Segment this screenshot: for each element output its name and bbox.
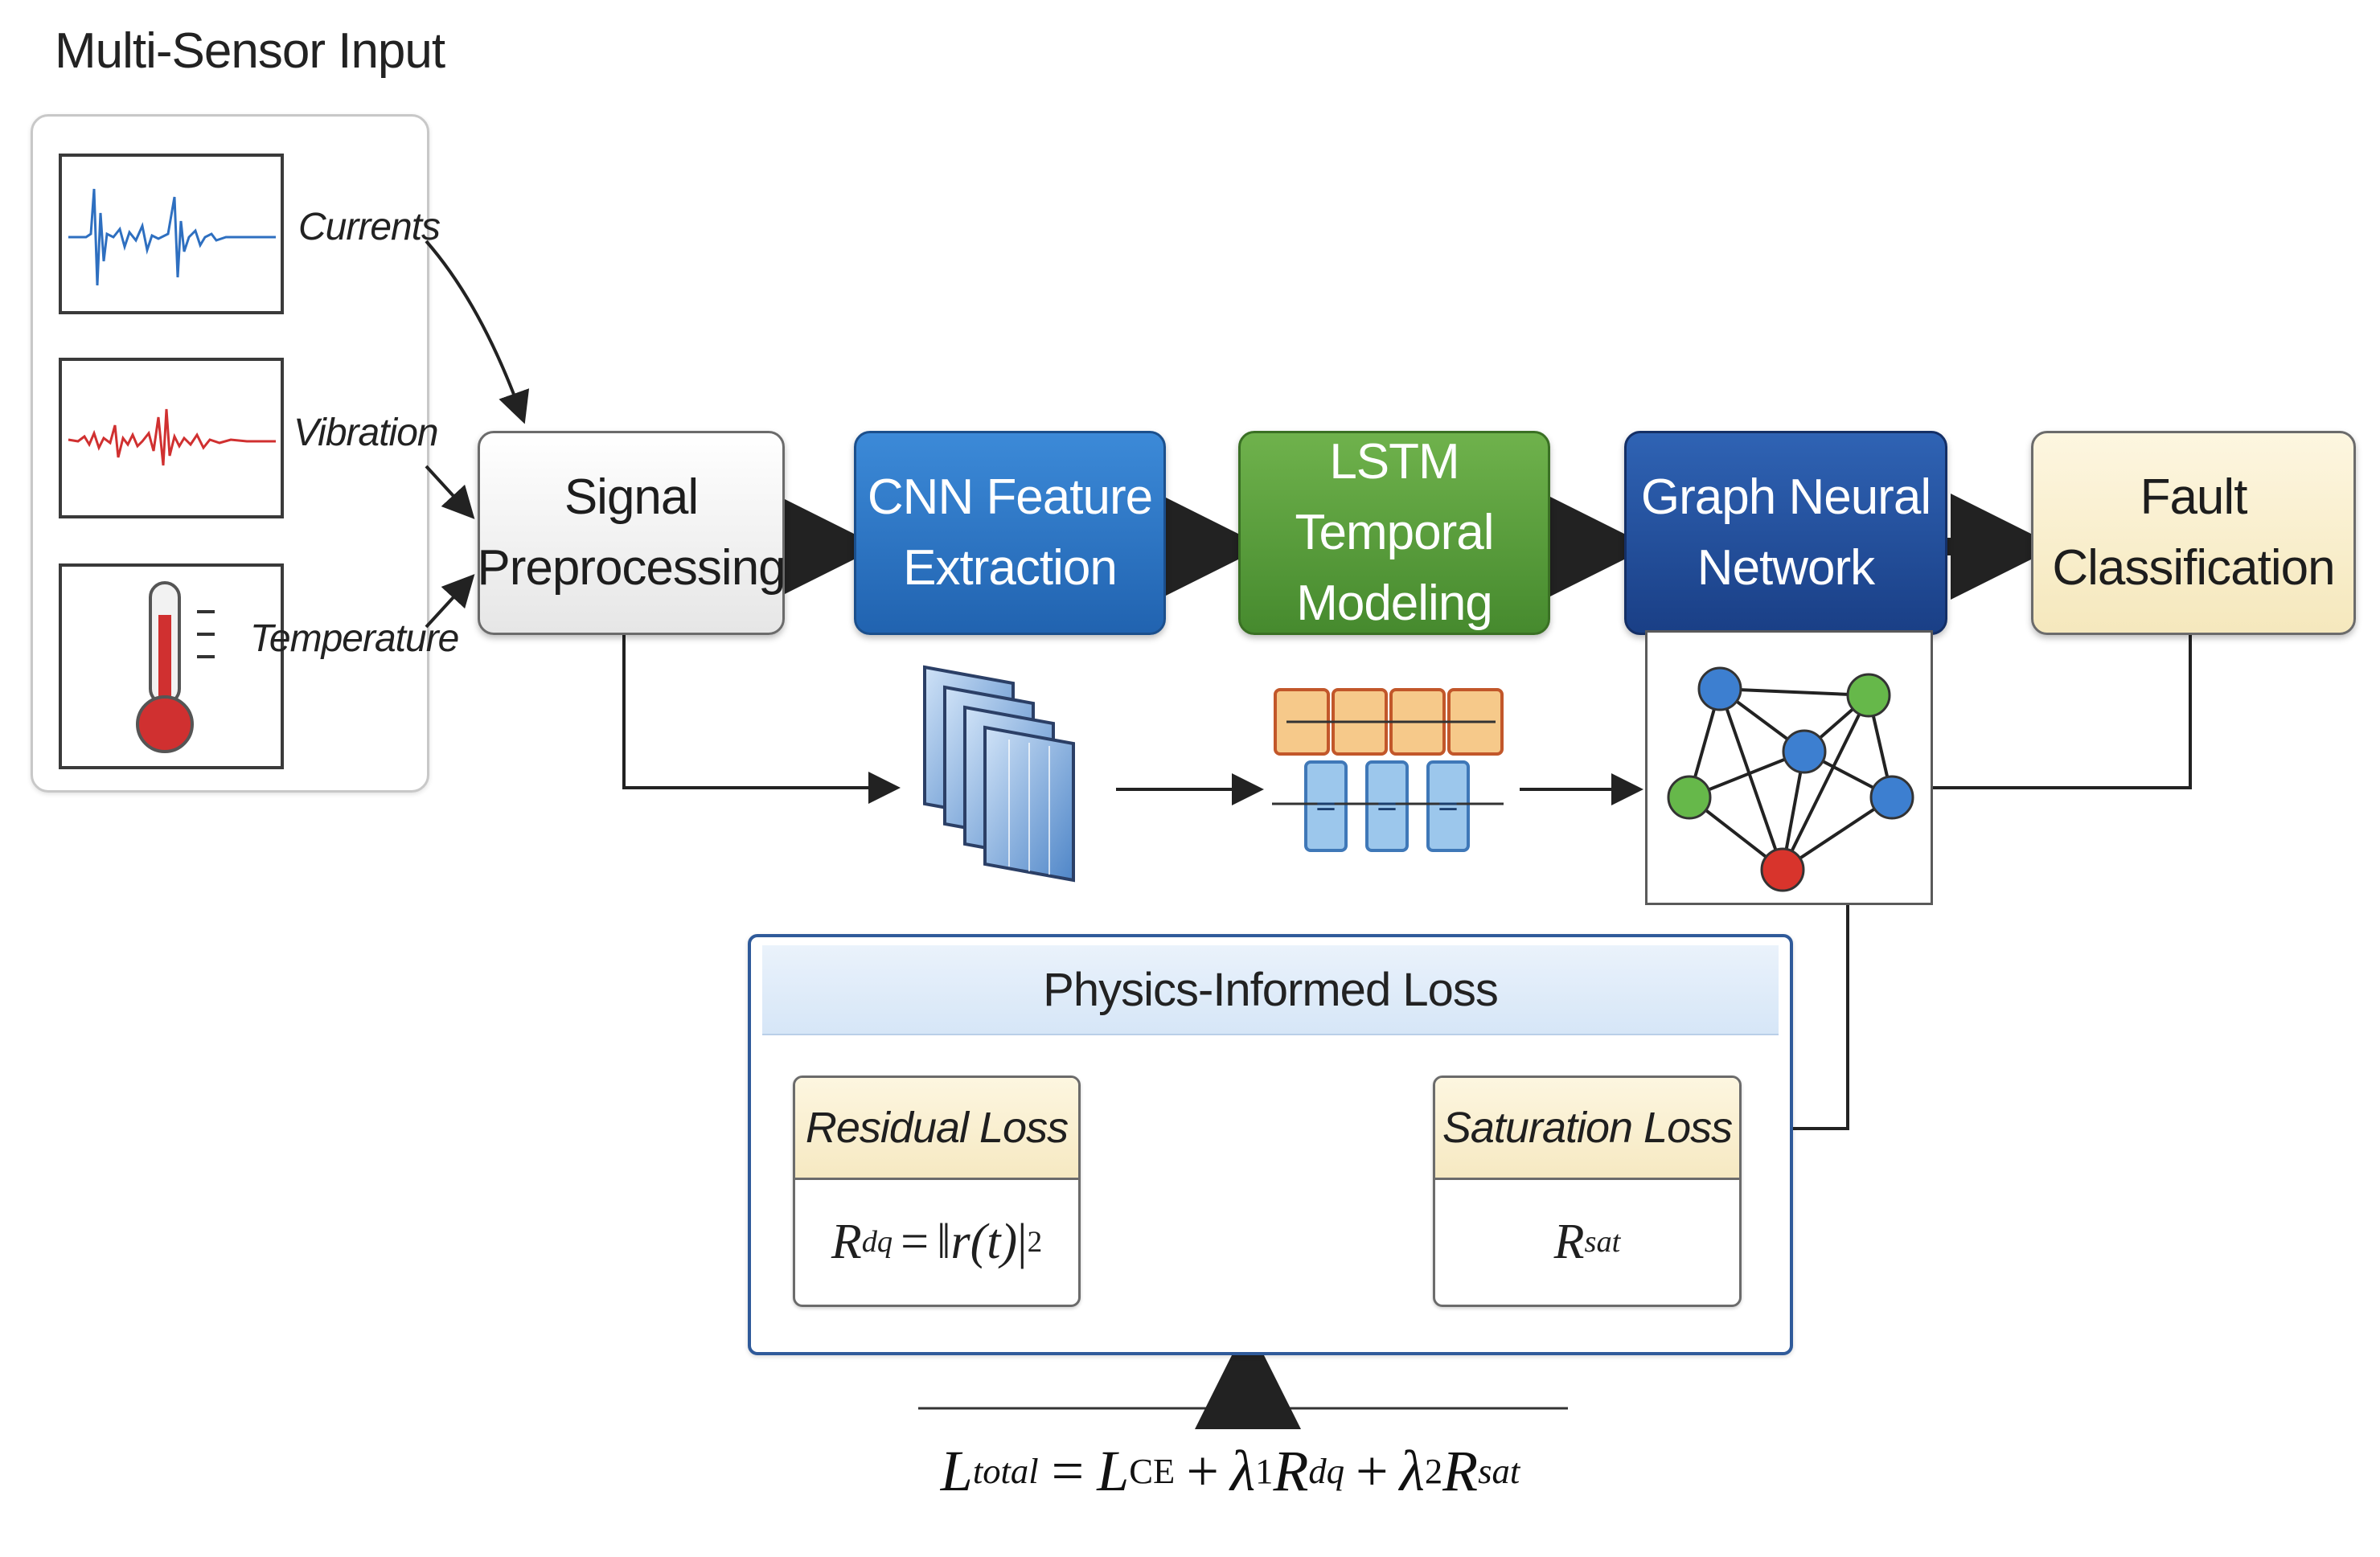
residual-loss-title: Residual Loss	[795, 1078, 1078, 1180]
gnn-graph-panel	[1645, 630, 1933, 905]
physics-informed-loss-header: Physics-Informed Loss	[762, 945, 1779, 1035]
vibration-waveform	[59, 358, 284, 518]
cnn-feature-maps-icon	[923, 665, 1075, 883]
vibration-label: Vibration	[293, 412, 439, 454]
thermometer-icon	[136, 581, 215, 753]
lstm-cell-glyph: =	[1376, 790, 1399, 822]
temperature-thermometer	[59, 563, 284, 769]
lstm-cell-glyph: =	[1315, 790, 1338, 822]
currents-label: Currents	[298, 206, 441, 248]
multi-sensor-input-panel: Currents Vibration Temperature	[31, 114, 459, 793]
diagram-title: Multi-Sensor Input	[55, 23, 445, 79]
currents-waveform	[59, 154, 284, 314]
lstm-cell-glyph: =	[1437, 790, 1460, 822]
temperature-label: Temperature	[250, 617, 459, 660]
graph-network-icon	[1667, 666, 1914, 892]
lstm-cells-icon: = = =	[1272, 688, 1504, 852]
saturation-loss-title: Saturation Loss	[1435, 1078, 1739, 1180]
